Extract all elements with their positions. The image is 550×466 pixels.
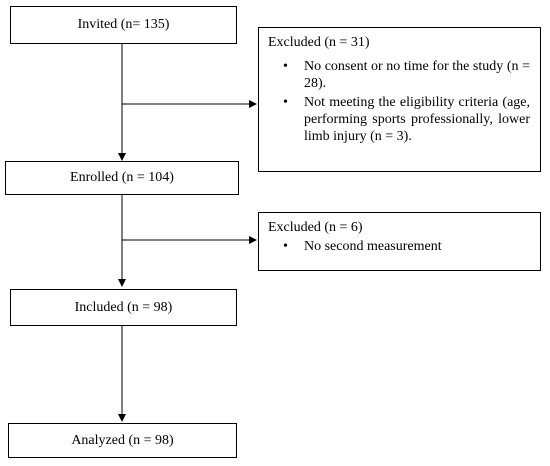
bullet-icon: • — [283, 239, 288, 254]
bullet-icon: • — [283, 59, 288, 74]
invited-box: Invited (n= 135) — [10, 6, 237, 44]
enrolled-label: Enrolled (n = 104) — [70, 170, 174, 185]
enrolled-box: Enrolled (n = 104) — [5, 161, 239, 195]
analyzed-label: Analyzed (n = 98) — [71, 432, 174, 448]
analyzed-box: Analyzed (n = 98) — [8, 423, 237, 458]
reason-text: No consent or no time for the study (n =… — [304, 59, 530, 91]
list-item: • No second measurement — [268, 238, 530, 255]
excluded-first-box: Excluded (n = 31) • No consent or no tim… — [258, 27, 541, 172]
excluded-second-box: Excluded (n = 6) • No second measurement — [258, 212, 541, 271]
list-item: • No consent or no time for the study (n… — [268, 58, 530, 92]
included-box: Included (n = 98) — [10, 289, 237, 326]
list-item: • Not meeting the eligibility criteria (… — [268, 94, 530, 145]
excluded-second-reasons: • No second measurement — [268, 238, 530, 255]
reason-text: No second measurement — [304, 239, 442, 254]
reason-text: Not meeting the eligibility criteria (ag… — [304, 95, 530, 144]
excluded-first-title: Excluded (n = 31) — [268, 35, 370, 50]
excluded-first-reasons: • No consent or no time for the study (n… — [268, 58, 530, 145]
excluded-second-title: Excluded (n = 6) — [268, 220, 363, 235]
included-label: Included (n = 98) — [74, 299, 173, 315]
invited-label: Invited (n= 135) — [77, 17, 170, 32]
bullet-icon: • — [283, 95, 288, 110]
